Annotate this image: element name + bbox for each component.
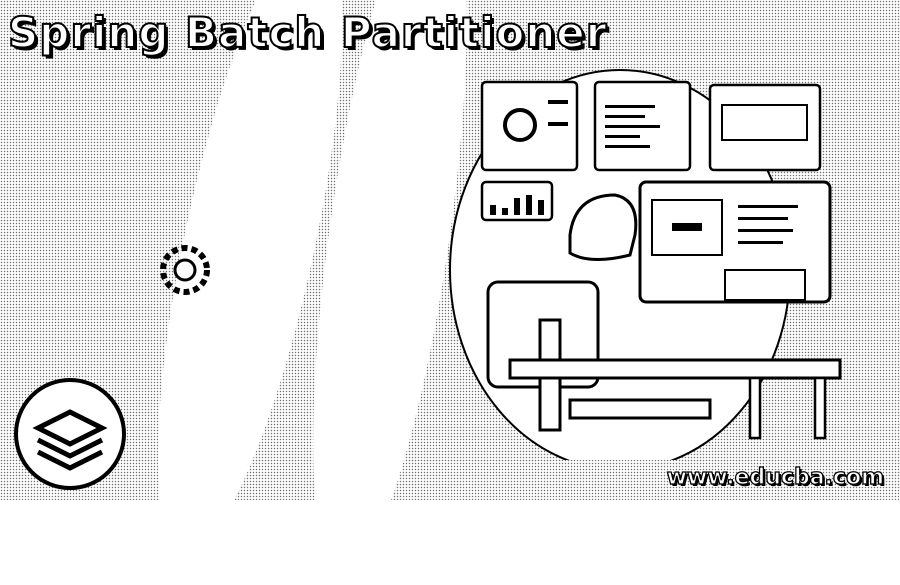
page-title: Spring Batch Partitioner (7, 7, 608, 58)
developer-illustration (449, 69, 842, 460)
website-url[interactable]: www.educba.com (666, 464, 885, 490)
gear-icon (160, 245, 210, 295)
brand-logo (14, 378, 126, 490)
stacked-layers-icon (32, 409, 108, 471)
